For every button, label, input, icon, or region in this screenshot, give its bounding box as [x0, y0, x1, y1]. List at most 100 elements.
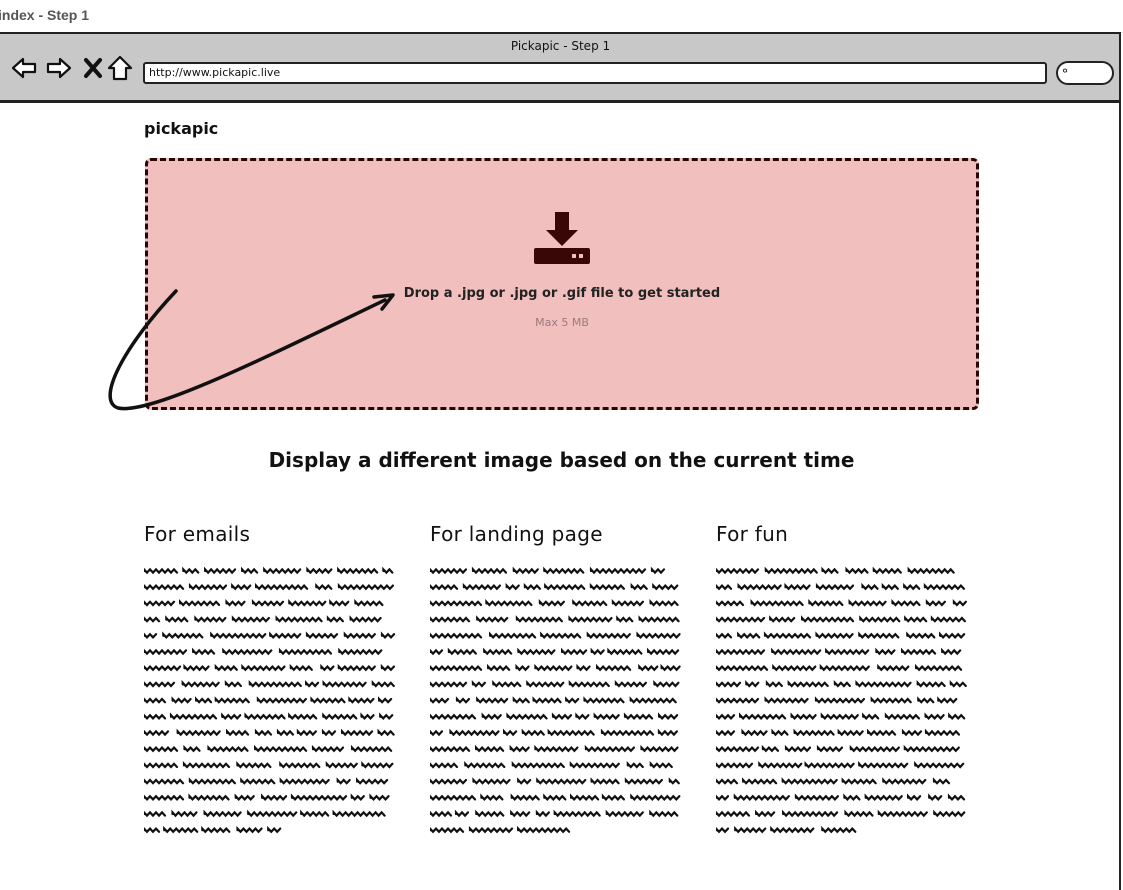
- placeholder-word: [781, 777, 838, 785]
- placeholder-word: [483, 647, 513, 656]
- placeholder-word: [326, 615, 344, 623]
- placeholder-word: [430, 729, 444, 737]
- placeholder-word: [882, 777, 927, 785]
- placeholder-word: [244, 712, 286, 721]
- placeholder-word: [462, 582, 501, 591]
- placeholder-word: [144, 616, 161, 623]
- placeholder-word: [380, 663, 395, 672]
- placeholder-word: [872, 566, 902, 575]
- placeholder-word: [430, 762, 459, 769]
- placeholder-word: [924, 728, 961, 737]
- placeholder-word: [547, 728, 595, 737]
- file-dropzone[interactable]: Drop a .jpg or .jpg or .gif file to get …: [145, 158, 979, 410]
- placeholder-word: [144, 583, 185, 591]
- placeholder-word: [349, 615, 382, 623]
- placeholder-word: [626, 761, 644, 769]
- placeholder-word: [716, 632, 733, 640]
- placeholder-word: [636, 631, 681, 640]
- placeholder-word: [543, 566, 585, 575]
- placeholder-word: [907, 566, 955, 575]
- placeholder-word: [430, 826, 465, 834]
- placeholder-word: [917, 696, 935, 704]
- placeholder-word: [382, 566, 394, 575]
- placeholder-word: [793, 728, 835, 737]
- placeholder-word: [310, 696, 346, 704]
- placeholder-word: [568, 680, 610, 688]
- brand-logo[interactable]: pickapic: [144, 119, 219, 138]
- placeholder-word: [535, 809, 550, 818]
- placeholder-word: [481, 712, 502, 721]
- placeholder-word: [716, 826, 730, 834]
- placeholder-word: [336, 777, 351, 785]
- placeholder-word: [808, 599, 844, 607]
- placeholder-word: [814, 696, 866, 704]
- address-bar[interactable]: http://www.pickapic.live: [143, 62, 1047, 84]
- placeholder-word: [360, 712, 375, 721]
- placeholder-word: [430, 745, 471, 753]
- placeholder-word: [221, 712, 242, 721]
- placeholder-word: [952, 599, 967, 607]
- placeholder-word: [716, 713, 736, 721]
- placeholder-word: [356, 777, 389, 785]
- placeholder-word: [649, 599, 679, 607]
- placeholder-word: [476, 615, 509, 623]
- placeholder-word: [596, 663, 632, 672]
- placeholder-word: [784, 744, 812, 753]
- placeholder-word: [861, 582, 879, 591]
- placeholder-word: [517, 647, 556, 656]
- placeholder-word: [337, 566, 379, 575]
- placeholder-word: [755, 809, 776, 818]
- placeholder-word: [472, 777, 511, 785]
- placeholder-word: [551, 712, 573, 721]
- placeholder-word: [288, 712, 318, 721]
- back-icon[interactable]: [10, 54, 38, 82]
- placeholder-word: [511, 761, 565, 769]
- stop-icon[interactable]: [80, 54, 108, 82]
- placeholder-word: [222, 647, 273, 656]
- placeholder-word: [510, 793, 540, 802]
- placeholder-word: [881, 582, 899, 591]
- placeholder-word: [489, 631, 537, 640]
- placeholder-word: [815, 631, 854, 640]
- placeholder-word: [269, 631, 302, 640]
- placeholder-word: [864, 793, 903, 802]
- placeholder-word: [144, 648, 188, 656]
- placeholder-word: [144, 697, 167, 704]
- placeholder-word: [144, 713, 167, 721]
- placeholder-word: [668, 777, 680, 785]
- placeholder-word: [844, 809, 874, 818]
- document-title: index - Step 1: [0, 7, 90, 23]
- placeholder-word: [589, 566, 647, 575]
- forward-icon[interactable]: [45, 54, 73, 82]
- placeholder-word: [377, 728, 395, 737]
- placeholder-word: [658, 712, 679, 721]
- placeholder-word: [256, 696, 307, 704]
- placeholder-word: [589, 582, 625, 591]
- placeholder-word: [716, 697, 760, 704]
- placeholder-word: [476, 696, 509, 704]
- placeholder-word: [231, 582, 252, 591]
- placeholder-word: [468, 825, 514, 834]
- placeholder-word: [923, 582, 965, 591]
- placeholder-word: [572, 599, 608, 607]
- placeholder-word: [144, 664, 182, 672]
- placeholder-word: [734, 825, 767, 834]
- placeholder-word: [204, 566, 237, 575]
- placeholder-word: [144, 745, 179, 753]
- placeholder-word: [449, 728, 500, 737]
- placeholder-word: [855, 680, 912, 688]
- placeholder-word: [742, 777, 778, 785]
- placeholder-word: [144, 600, 176, 607]
- placeholder-word: [640, 744, 679, 753]
- placeholder-word: [348, 696, 375, 704]
- placeholder-word: [737, 631, 761, 640]
- placeholder-word: [916, 680, 946, 688]
- placeholder-word: [716, 567, 760, 575]
- placeholder-word: [750, 599, 804, 607]
- placeholder-word: [816, 744, 844, 753]
- home-icon[interactable]: [106, 54, 134, 82]
- placeholder-word: [236, 761, 272, 769]
- placeholder-word: [536, 777, 587, 785]
- search-button[interactable]: ⚬: [1056, 61, 1114, 85]
- placeholder-word: [716, 794, 730, 802]
